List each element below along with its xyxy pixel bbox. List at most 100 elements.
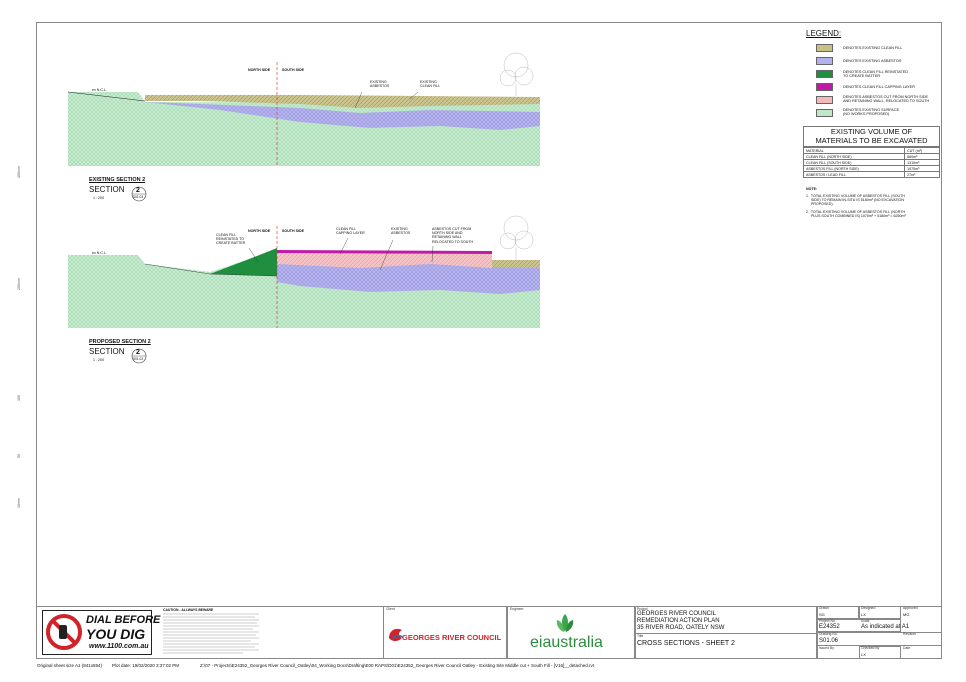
scale-label: Scale	[861, 619, 870, 623]
title-label: Title	[637, 634, 644, 638]
legend-swatch-existing-surface	[816, 109, 833, 117]
project-line: GEORGES RIVER COUNCIL	[637, 611, 717, 617]
ncl-label: ex N.C.L.	[92, 251, 107, 255]
relocated-asbestos	[277, 253, 492, 268]
legend-swatch-asbestos	[816, 57, 833, 65]
project-no-cell	[817, 619, 901, 632]
project-no-value: E24352	[819, 624, 840, 630]
existing-clean-fill	[145, 95, 540, 108]
checked-by-value: LX	[861, 652, 866, 657]
existing-section	[67, 52, 540, 166]
ei-leaf-logo-icon	[556, 614, 574, 632]
section-word: SECTION	[89, 185, 125, 194]
project-line: REMEDIATION ACTION PLAN	[637, 618, 720, 624]
designed-cell	[859, 606, 901, 619]
issued-by-label: Issued By	[819, 646, 834, 650]
batter-label: CLEAN FILL REINSTATED TO CREATE BATTER	[216, 233, 246, 246]
georges-river-council-logo-icon	[389, 628, 404, 641]
legend-label: DENOTES CLEAN FILL REINSTATED TO CREATE …	[843, 70, 909, 79]
notes-title: NOTE:	[806, 187, 818, 191]
legend-label: DENOTES EXISTING ASBESTOS	[843, 59, 902, 63]
section-title: EXISTING SECTION 2	[89, 177, 146, 183]
client-label: Client	[386, 607, 395, 611]
approved-value: MG	[903, 612, 910, 617]
proposed-section	[68, 215, 540, 328]
legend-label: DENOTES EXISTING CLEAN FILL	[843, 46, 903, 50]
caution-title: CAUTION - ALLWAYS BEWARE	[163, 608, 214, 612]
north-side-label: NORTH SIDE	[248, 229, 271, 233]
designed-label: Designed	[861, 606, 876, 610]
north-side-label: NORTH SIDE	[248, 68, 271, 72]
section-sheet-ref: S01.03	[133, 357, 144, 361]
section-number: 2	[136, 349, 140, 356]
legend-label: DENOTES CLEAN FILL CAPPING LAYER	[843, 85, 915, 89]
section-sheet-ref: S01.03	[133, 195, 144, 199]
legend-swatch-batter	[816, 70, 833, 78]
south-side-label: SOUTH SIDE	[282, 229, 304, 233]
caution-text-block	[163, 613, 259, 654]
capping-label: CLEAN FILL CAPPING LAYER	[336, 227, 365, 236]
legend-label: DENOTES EXISTING SURFACE (NO WORKS PROPO…	[843, 108, 900, 117]
designed-value: LX	[861, 612, 866, 617]
tree-icon	[499, 215, 534, 262]
batter-fill	[210, 248, 277, 276]
existing-asbestos-label: EXISTING ASBESTOS	[370, 80, 390, 89]
capping-layer	[277, 250, 492, 254]
engineer-label: Engineer	[510, 607, 524, 611]
note-item: 2. TOTAL EXISTING VOLUME OF ASBESTOS FIL…	[806, 210, 906, 219]
asbestos-cut-label: ASBESTOS CUT FROM NORTH SIDE AND RETAINI…	[432, 227, 474, 244]
volume-table-title: EXISTING VOLUME OF MATERIALS TO BE EXCAV…	[803, 126, 940, 147]
file-path: Z:\07 - Projects\E24352_Georges River Co…	[200, 663, 594, 668]
sheet-size: Original sheet size A1 (841x594)	[37, 663, 103, 668]
section-scale: 1 : 200	[93, 358, 104, 362]
client-cell	[383, 606, 507, 659]
engineer-name: eiaustralia	[530, 634, 603, 651]
dbyd-logo	[42, 610, 152, 655]
table-row: ASBESTOS / LEAD FILL 27m³	[802, 171, 940, 178]
proposed-asbestos	[277, 262, 540, 294]
section-scale: 1 : 200	[93, 196, 104, 200]
drawing-no-value: S01.06	[819, 638, 839, 644]
drawn-label: Drawn	[819, 606, 829, 610]
revision-label: Revision	[903, 632, 917, 636]
volume-table: MATERIAL CUT (m³) CLEAN FILL (NORTH SIDE…	[802, 147, 940, 178]
existing-clean-fill-label: EXISTING CLEAN FILL	[420, 80, 441, 89]
south-side-label: SOUTH SIDE	[282, 68, 304, 72]
proposed-clean-fill	[492, 260, 540, 268]
section-word: SECTION	[89, 347, 125, 356]
legend-title: LEGEND:	[806, 29, 842, 38]
tree-icon	[499, 52, 534, 96]
legend-label: DENOTES ASBESTOS CUT FROM NORTH SIDE AND…	[843, 95, 930, 104]
engineer-cell	[507, 606, 635, 659]
section-title: PROPOSED SECTION 2	[89, 339, 151, 345]
ncl-label: ex N.C.L.	[92, 88, 107, 92]
scale-value: As indicated at A1	[861, 624, 910, 630]
plot-date: Plot date: 19/02/2020 3:37:02 PM	[112, 663, 180, 668]
drawing-no-cell	[817, 632, 942, 646]
drawing-title: CROSS SECTIONS - SHEET 2	[637, 640, 735, 647]
note-item: 1. TOTAL EXISTING VOLUME OF ASBESTOS FIL…	[806, 194, 905, 207]
section-number: 2	[136, 187, 140, 194]
project-no-label: Project No.	[819, 619, 836, 623]
title-cell	[635, 633, 817, 659]
drawn-value: SG	[819, 612, 825, 617]
proposed-asbestos-label: EXISTING ASBESTOS	[391, 227, 411, 236]
drawn-cell	[817, 606, 859, 619]
existing-asbestos	[145, 102, 540, 130]
dbyd-url: www.1100.com.au	[89, 643, 149, 650]
checked-by-cell	[859, 646, 901, 659]
date-label: Date	[903, 646, 911, 650]
legend-swatch-relocated	[816, 96, 833, 104]
dbyd-line2: YOU DIG	[86, 626, 146, 642]
drawing-no-label: Drawing No.	[819, 632, 838, 636]
client-name: GEORGES RIVER COUNCIL	[402, 633, 502, 642]
no-dig-icon	[46, 614, 82, 650]
project-line: 35 RIVER ROAD, OATELY NSW	[637, 625, 725, 631]
legend-swatch-clean-fill	[816, 44, 833, 52]
checked-by-label: Checked By	[861, 646, 880, 650]
legend-swatch-capping	[816, 83, 833, 91]
dbyd-line1: DIAL BEFORE	[86, 614, 161, 626]
table-cell: 27m³	[904, 171, 940, 178]
project-label: Project	[637, 607, 648, 611]
